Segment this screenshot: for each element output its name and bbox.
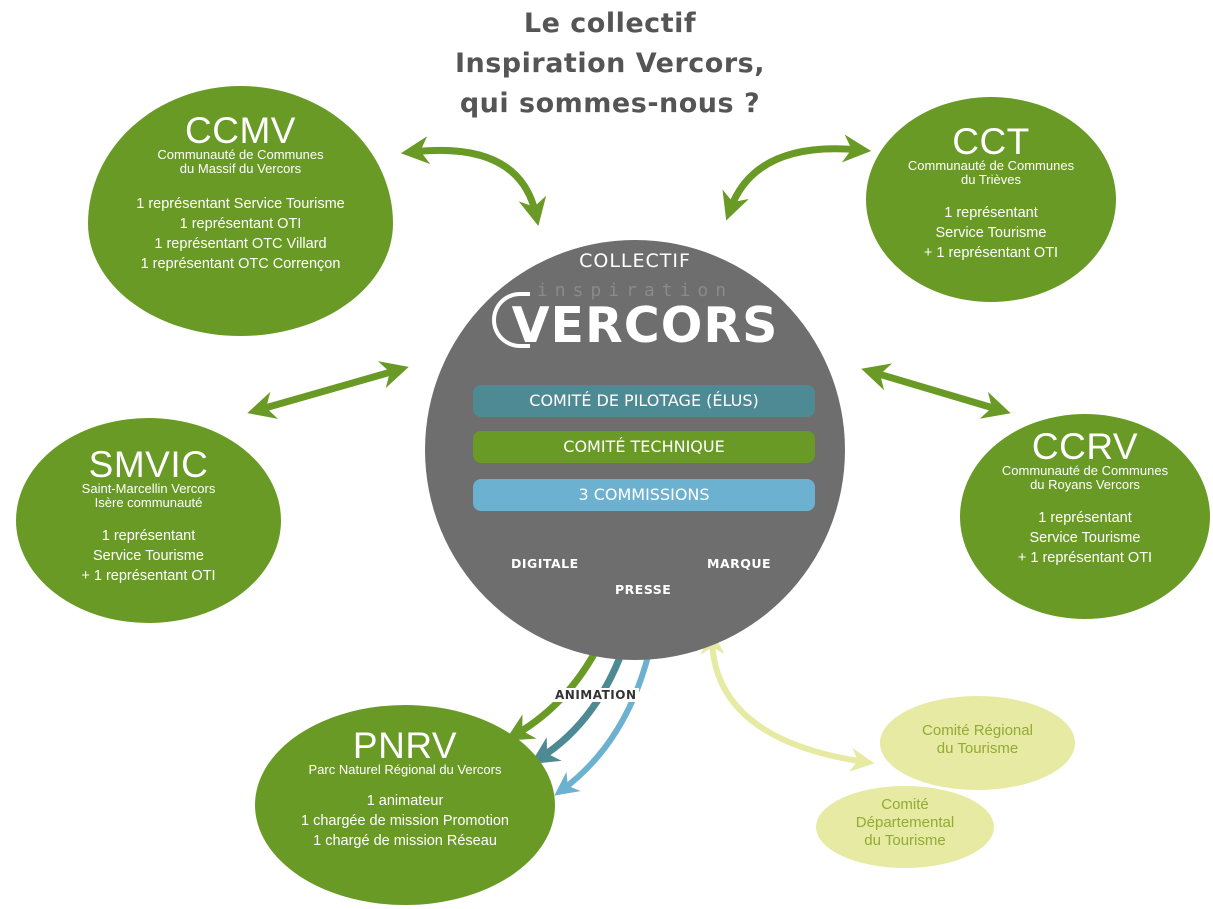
ccrv-description: 1 représentant Service Tourisme + 1 repr…: [960, 508, 1210, 568]
ccmv-d2: 1 représentant OTI: [179, 216, 302, 232]
ccmv-node: CCMV Communauté de Communes du Massif du…: [88, 86, 393, 336]
animation-label: ANIMATION: [553, 688, 639, 702]
logo-v: V: [511, 297, 551, 354]
logo-inspiration-text: inspiration: [536, 280, 734, 301]
ccmv-name: CCMV: [185, 110, 296, 151]
title-line-1: Le collectif: [523, 8, 697, 39]
pnrv-node: PNRV Parc Naturel Régional du Vercors 1 …: [255, 705, 555, 905]
smvic-sub2: Isère communauté: [94, 495, 203, 510]
ccrv-subtitle: Communauté de Communes du Royans Vercors: [960, 464, 1210, 492]
cct-d1: 1 représentant: [944, 205, 1038, 221]
pnrv-d1: 1 animateur: [366, 793, 444, 809]
ccmv-d1: 1 représentant Service Tourisme: [136, 196, 345, 212]
smvic-node: SMVIC Saint-Marcellin Vercors Isère comm…: [16, 418, 281, 623]
smvic-sub1: Saint-Marcellin Vercors: [81, 481, 216, 496]
arrow-ccrv: [861, 363, 1011, 419]
comite-departemental-node: Comité Départemental du Tourisme: [816, 786, 994, 868]
cct-d3: + 1 représentant OTI: [923, 245, 1059, 261]
ccmv-d3: 1 représentant OTC Villard: [154, 236, 327, 252]
vercors-logo: VERCORS: [425, 292, 845, 354]
commission-digitale: DIGITALE: [511, 556, 579, 571]
logo-ercors: ERCORS: [550, 297, 779, 354]
ccmv-description: 1 représentant Service Tourisme 1 représ…: [88, 194, 393, 274]
title-line-2: Inspiration Vercors,: [454, 48, 766, 79]
collectif-label: COLLECTIF: [579, 250, 691, 272]
comite-technique-bar: COMITÉ TECHNIQUE: [473, 431, 815, 463]
smvic-name: SMVIC: [88, 444, 209, 485]
collectif-circle: COLLECTIF inspiration VERCORS COMITÉ DE …: [425, 240, 845, 660]
smvic-d3: + 1 représentant OTI: [81, 568, 216, 584]
cct-d2: Service Tourisme: [935, 225, 1047, 241]
ccmv-sub1: Communauté de Communes: [157, 147, 324, 162]
cct-sub2: du Trièves: [961, 172, 1021, 187]
ccrv-sub1: Communauté de Communes: [1001, 463, 1169, 478]
commission-marque: MARQUE: [707, 556, 772, 571]
commission-presse: PRESSE: [615, 582, 672, 597]
cdt-line-3: du Tourisme: [864, 832, 946, 849]
title-line-3: qui sommes-nous ?: [459, 88, 761, 119]
logo-ring-icon: [491, 292, 530, 348]
ccrv-name: CCRV: [1031, 426, 1139, 467]
ccrv-d3: + 1 représentant OTI: [1017, 550, 1153, 566]
ccrv-sub2: du Royans Vercors: [1030, 477, 1140, 492]
cct-name: CCT: [952, 121, 1030, 162]
pnrv-d2: 1 chargée de mission Promotion: [301, 813, 509, 829]
cdt-line-2: Départemental: [855, 814, 955, 831]
crt-line-2: du Tourisme: [936, 740, 1019, 757]
ccrv-node: CCRV Communauté de Communes du Royans Ve…: [960, 414, 1210, 619]
ccmv-subtitle: Communauté de Communes du Massif du Verc…: [88, 148, 393, 176]
cdt-line-1: Comité: [881, 796, 929, 813]
pnrv-subtitle: Parc Naturel Régional du Vercors: [255, 763, 555, 777]
smvic-d2: Service Tourisme: [93, 548, 204, 564]
arrow-ccmv: [400, 136, 547, 226]
cct-sub1: Communauté de Communes: [907, 158, 1075, 173]
ccmv-d4: 1 représentant OTC Corrençon: [140, 256, 341, 272]
arrow-smvic: [247, 361, 409, 419]
pnrv-name: PNRV: [352, 725, 458, 766]
smvic-subtitle: Saint-Marcellin Vercors Isère communauté: [16, 482, 281, 510]
ccrv-d1: 1 représentant: [1038, 510, 1132, 526]
pnrv-sub1: Parc Naturel Régional du Vercors: [308, 762, 502, 777]
arrow-cct: [722, 134, 872, 221]
ccrv-d2: Service Tourisme: [1029, 530, 1141, 546]
arrow-comite-regional: [700, 630, 875, 772]
smvic-description: 1 représentant Service Tourisme + 1 repr…: [16, 526, 281, 586]
comite-pilotage-bar: COMITÉ DE PILOTAGE (ÉLUS): [473, 385, 815, 417]
arrow-pnrv-blue: [554, 630, 661, 796]
cct-description: 1 représentant Service Tourisme + 1 repr…: [866, 203, 1116, 263]
cct-subtitle: Communauté de Communes du Trièves: [866, 159, 1116, 187]
smvic-d1: 1 représentant: [101, 528, 196, 544]
comite-regional-node: Comité Régional du Tourisme: [880, 696, 1075, 790]
pnrv-description: 1 animateur 1 chargée de mission Promoti…: [255, 791, 555, 851]
ccmv-sub2: du Massif du Vercors: [179, 161, 302, 176]
commissions-bar: 3 COMMISSIONS: [473, 479, 815, 511]
cct-node: CCT Communauté de Communes du Trièves 1 …: [866, 97, 1116, 302]
pnrv-d3: 1 chargé de mission Réseau: [313, 833, 497, 849]
page-title: Le collectif Inspiration Vercors, qui so…: [360, 4, 860, 124]
crt-line-1: Comité Régional: [922, 722, 1033, 739]
